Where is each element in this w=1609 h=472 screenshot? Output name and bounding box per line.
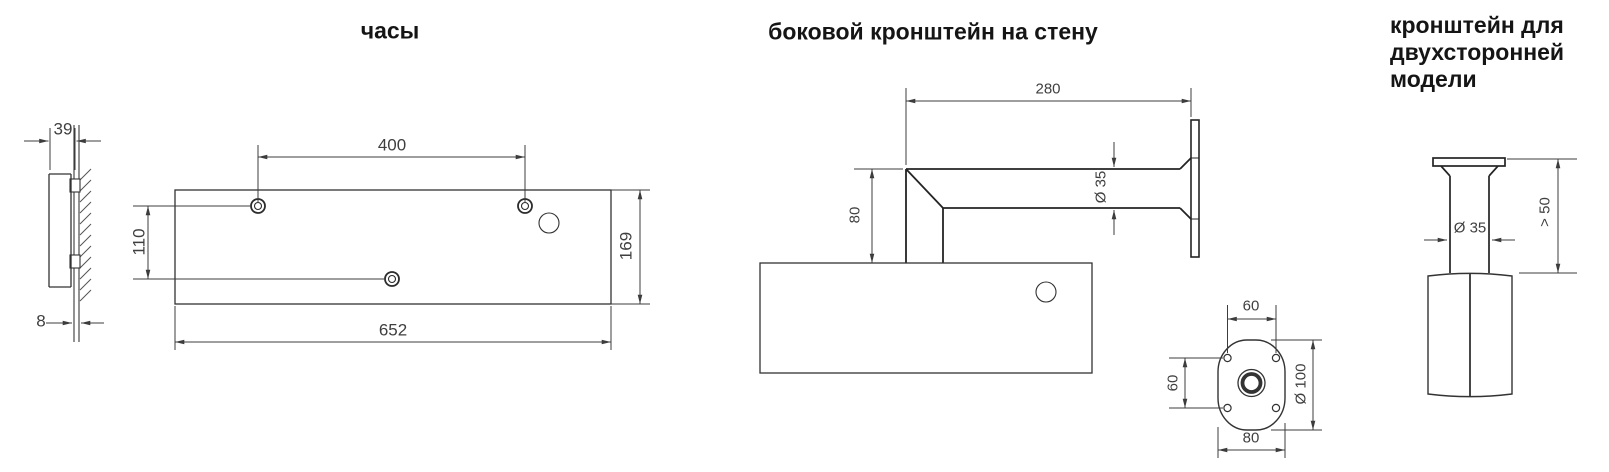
- dim-clock-width: 652: [378, 320, 408, 340]
- section-title-double-bracket: кронштейн для двухсторонней модели: [1390, 12, 1565, 92]
- section-title-clock: часы: [360, 17, 420, 44]
- dim-plate-diameter: Ø 100: [1292, 363, 1310, 405]
- dim-clock-hole-row-offset: 110: [129, 228, 149, 256]
- dim-plate-width: 80: [1242, 429, 1260, 447]
- wall-bracket-view: [759, 88, 1200, 374]
- dim-clock-height: 169: [616, 231, 636, 261]
- clock-front-view: [133, 145, 650, 350]
- mounting-plate-view: [1169, 305, 1322, 458]
- dim-bracket-arm-drop: 80: [846, 206, 864, 224]
- dim-double-tube-diameter: Ø 35: [1453, 219, 1487, 237]
- dim-plate-hole-spacing-y: 60: [1164, 374, 1182, 392]
- dim-clock-hole-spacing: 400: [377, 135, 407, 155]
- dim-clock-wall-offset: 8: [36, 311, 46, 331]
- dim-bracket-tube-diameter: Ø 35: [1092, 170, 1110, 204]
- dim-double-min-length: > 50: [1536, 197, 1554, 227]
- section-title-wall-bracket: боковой кронштейн на стену: [768, 18, 1098, 45]
- dim-bracket-arm-length: 280: [1035, 80, 1061, 98]
- dim-clock-depth: 39: [53, 119, 73, 139]
- double-bracket-view: [1424, 157, 1577, 398]
- clock-side-view: [24, 125, 104, 342]
- dim-plate-hole-spacing-x: 60: [1242, 297, 1260, 315]
